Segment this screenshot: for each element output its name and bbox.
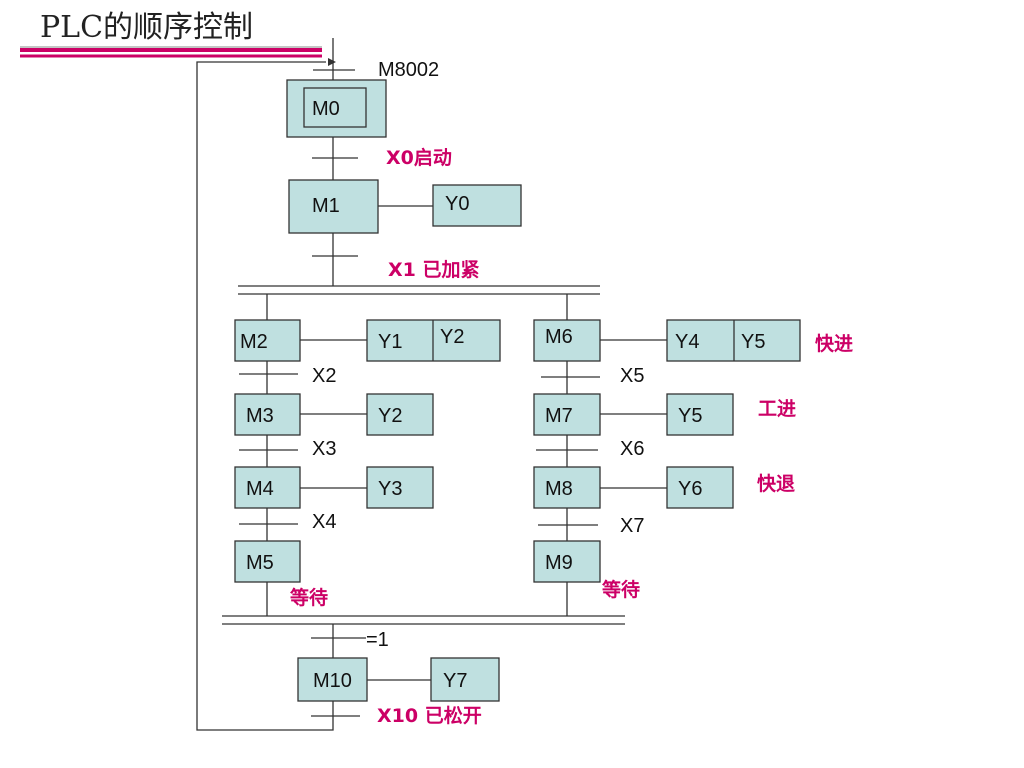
step-m10: M10	[297, 657, 368, 702]
output-m4-y3: Y3	[366, 466, 434, 509]
svg-text:Y2: Y2	[440, 326, 464, 348]
annotation-wait-left: 等待	[289, 586, 328, 609]
output-m8-y6: Y6	[666, 466, 734, 509]
output-m6-y4-y5: Y4 Y5	[666, 319, 801, 362]
svg-text:Y0: Y0	[445, 193, 469, 215]
svg-text:M4: M4	[246, 478, 274, 500]
svg-text:Y5: Y5	[741, 331, 765, 353]
transition-label-x3: X3	[312, 438, 336, 460]
svg-text:Y1: Y1	[378, 331, 402, 353]
transition-label-eq1: =1	[366, 629, 389, 651]
step-m2: M2	[234, 319, 301, 362]
page-title: PLC的顺序控制	[40, 10, 254, 45]
step-m0: M0	[286, 79, 387, 138]
annotation-fast-forward: 快进	[815, 332, 853, 355]
svg-text:Y3: Y3	[378, 478, 402, 500]
annotation-work-feed: 工进	[758, 398, 796, 420]
svg-text:Y5: Y5	[678, 405, 702, 427]
svg-text:M3: M3	[246, 405, 274, 427]
transition-label-m8002: M8002	[378, 59, 439, 81]
step-m5: M5	[234, 540, 301, 583]
annotation-fast-return: 快退	[757, 472, 795, 495]
transition-label-x1: X1 已加紧	[388, 259, 479, 281]
title-underline	[20, 46, 322, 58]
step-m7: M7	[533, 393, 601, 436]
transition-label-x7: X7	[620, 515, 644, 537]
step-m3: M3	[234, 393, 301, 436]
output-m10-y7: Y7	[430, 657, 500, 702]
step-m8: M8	[533, 466, 601, 509]
transition-label-x10: X10 已松开	[377, 704, 482, 727]
svg-text:Y2: Y2	[378, 405, 402, 427]
transition-label-x4: X4	[312, 511, 336, 533]
svg-text:M2: M2	[240, 331, 268, 353]
svg-text:Y4: Y4	[675, 331, 699, 353]
step-m9: M9	[533, 540, 601, 583]
svg-text:M6: M6	[545, 326, 573, 348]
parallel-divergence	[238, 285, 600, 295]
svg-text:M9: M9	[545, 552, 573, 574]
output-m3-y2: Y2	[366, 393, 434, 436]
annotation-wait-right: 等待	[601, 578, 640, 601]
transition-label-x5: X5	[620, 365, 644, 387]
svg-text:M5: M5	[246, 552, 274, 574]
svg-text:M10: M10	[313, 670, 352, 692]
step-m6: M6	[533, 319, 601, 362]
step-label-m1: M1	[312, 195, 340, 217]
step-m4: M4	[234, 466, 301, 509]
loop-back-line	[196, 58, 336, 731]
output-m2-y1-y2: Y1 Y2	[366, 319, 501, 362]
transition-label-x0: X0启动	[386, 146, 452, 169]
parallel-convergence	[222, 615, 625, 625]
output-m1-y0: Y0	[432, 184, 522, 227]
transition-label-x2: X2	[312, 365, 336, 387]
svg-text:M8: M8	[545, 478, 573, 500]
transition-label-x6: X6	[620, 438, 644, 460]
svg-text:Y6: Y6	[678, 478, 702, 500]
step-label-m0: M0	[312, 98, 340, 120]
svg-text:M7: M7	[545, 405, 573, 427]
svg-text:Y7: Y7	[443, 670, 467, 692]
step-m1: M1	[288, 179, 379, 234]
output-m7-y5: Y5	[666, 393, 734, 436]
